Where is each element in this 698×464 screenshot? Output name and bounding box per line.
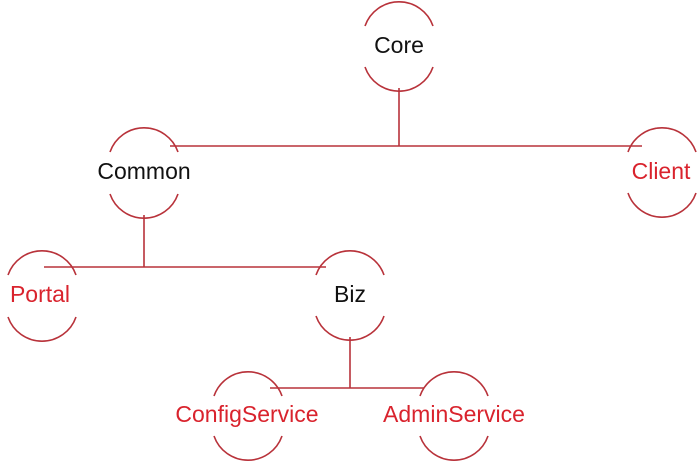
node-biz[interactable]: Biz (315, 250, 385, 341)
node-adminservice-label: AdminService (383, 401, 525, 427)
node-biz-label: Biz (334, 281, 366, 307)
node-core-label: Core (374, 32, 424, 58)
node-common-bottom-arc (109, 193, 179, 219)
node-client-bottom-arc (627, 192, 697, 218)
node-configservice-bottom-arc (213, 435, 283, 461)
node-core-bottom-arc (364, 66, 434, 92)
node-biz-top-arc (315, 250, 385, 276)
node-common[interactable]: Common (97, 127, 191, 219)
connector-core-children (170, 88, 642, 147)
node-common-label: Common (97, 158, 190, 184)
node-portal-top-arc (7, 250, 77, 276)
node-portal[interactable]: Portal (7, 250, 77, 342)
node-configservice[interactable]: ConfigService (175, 371, 319, 461)
node-portal-label: Portal (10, 281, 70, 307)
node-configservice-top-arc (213, 371, 283, 397)
node-portal-bottom-arc (7, 316, 77, 342)
node-adminservice-top-arc (419, 371, 489, 397)
node-common-top-arc (109, 127, 179, 153)
node-adminservice-bottom-arc (419, 435, 489, 461)
node-core[interactable]: Core (364, 1, 434, 92)
node-adminservice[interactable]: AdminService (383, 371, 525, 461)
connector-biz-children (270, 337, 424, 389)
node-biz-bottom-arc (315, 315, 385, 341)
node-configservice-label: ConfigService (175, 401, 318, 427)
connector-common-children (44, 215, 326, 268)
node-core-top-arc (364, 1, 434, 27)
node-client[interactable]: Client (627, 127, 697, 218)
node-client-label: Client (632, 158, 691, 184)
node-client-top-arc (627, 127, 697, 153)
